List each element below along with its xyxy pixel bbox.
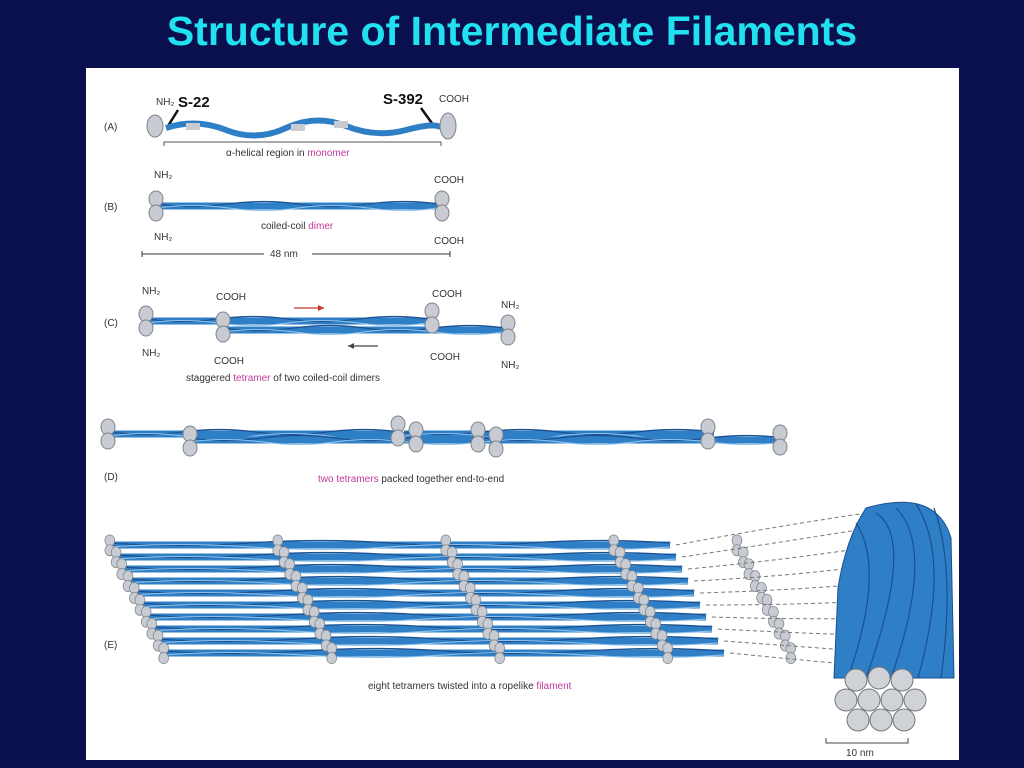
panel-b-letter: (B) [104,202,117,213]
monomer-helix [165,117,444,139]
panel-a-cooh: COOH [439,94,469,105]
svg-text:COOH: COOH [430,352,460,363]
tetramer-array [105,535,797,664]
panel-e-letter: (E) [104,640,117,651]
panel-b-caption: coiled-coil dimer [261,221,334,232]
monomer-head [146,114,164,138]
svg-text:NH₂: NH₂ [142,286,160,297]
filament-diagram: (A) NH₂ S-22 S-392 COOH α-helical region… [86,91,955,759]
site-s392: S-392 [383,91,423,108]
panel-e: (E) [104,501,955,759]
panel-d: (D) two tetramers packed together end-to… [101,415,787,485]
monomer-tail [439,112,457,140]
panel-b-cooh-top: COOH [434,175,464,186]
svg-text:NH₂: NH₂ [501,300,519,311]
slide-title: Structure of Intermediate Filaments [166,8,858,54]
ropelike-filament [833,501,955,732]
panel-c: (C) NH₂ NH₂ COOH COOH COOH COOH NH₂ NH₂ … [104,286,519,384]
panel-e-caption: eight tetramers twisted into a ropelike … [368,681,572,692]
panel-b-nh2-top: NH₂ [154,170,172,181]
svg-text:NH₂: NH₂ [142,348,160,359]
site-s22: S-22 [178,94,210,111]
panel-a: (A) NH₂ S-22 S-392 COOH α-helical region… [104,91,469,159]
panel-a-letter: (A) [104,122,117,133]
panel-b-nh2-bottom: NH₂ [154,232,172,243]
panel-d-caption: two tetramers packed together end-to-end [318,474,504,485]
panel-a-nh2: NH₂ [156,97,174,108]
panel-d-letter: (D) [104,472,118,483]
panel-c-letter: (C) [104,318,118,329]
panel-a-caption: α-helical region in monomer [226,148,350,159]
filament-scale: 10 nm [846,748,874,759]
diagram-panel: (A) NH₂ S-22 S-392 COOH α-helical region… [86,68,959,760]
svg-text:COOH: COOH [432,289,462,300]
panel-c-caption: staggered tetramer of two coiled-coil di… [186,373,380,384]
svg-text:COOH: COOH [216,292,246,303]
svg-text:NH₂: NH₂ [501,360,519,371]
panel-b-cooh-bottom: COOH [434,236,464,247]
panel-b: (B) NH₂ NH₂ COOH COOH coiled-coil dimer … [104,170,464,260]
svg-text:COOH: COOH [214,356,244,367]
dimer-length: 48 nm [270,249,298,260]
